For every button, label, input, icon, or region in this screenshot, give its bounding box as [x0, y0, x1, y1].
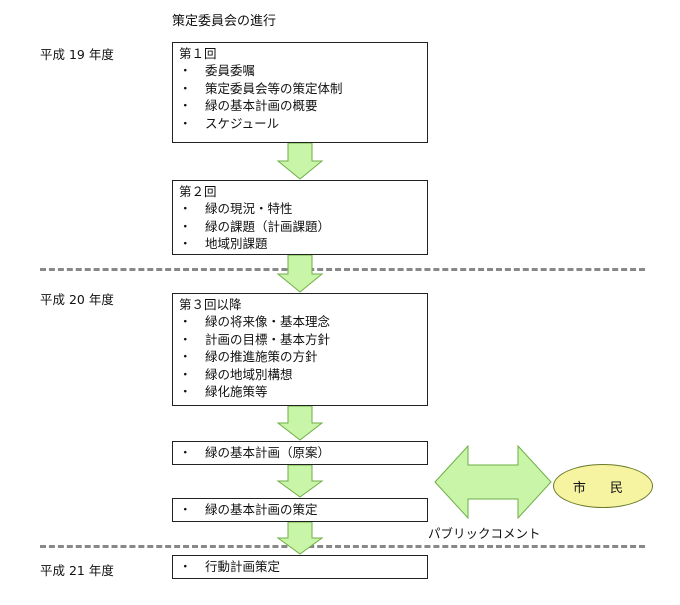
- plan-draft-box: ・緑の基本計画（原案）: [172, 441, 428, 465]
- list-item: ・緑の基本計画（原案）: [179, 445, 331, 460]
- meeting-box-2: 第２回 ・緑の現況・特性 ・緑の課題（計画課題） ・地域別課題: [172, 180, 428, 255]
- meeting-box-3: 第３回以降 ・緑の将来像・基本理念 ・計画の目標・基本方針 ・緑の推進施策の方針…: [172, 293, 428, 406]
- flow-arrow-down: [276, 465, 324, 498]
- citizens-label: 市 民: [572, 480, 634, 496]
- meeting-box-title: 第１回: [179, 46, 217, 61]
- year-label-h19: 平成 19 年度: [40, 47, 114, 62]
- list-item: ・緑の現況・特性: [179, 201, 293, 216]
- list-item: ・委員委嘱: [179, 63, 256, 78]
- meeting-box-title: 第２回: [179, 184, 217, 199]
- list-item: ・緑の基本計画の策定: [179, 502, 318, 517]
- plan-final-box: ・緑の基本計画の策定: [172, 498, 428, 522]
- list-item: ・緑の推進施策の方針: [179, 349, 318, 364]
- list-item: ・緑の将来像・基本理念: [179, 314, 331, 329]
- year-divider-h19-h20: [40, 268, 645, 271]
- flow-arrow-down: [276, 522, 324, 555]
- list-item: ・緑の課題（計画課題）: [179, 218, 331, 234]
- meeting-box-title: 第３回以降: [179, 297, 242, 312]
- meeting-box-1: 第１回 ・委員委嘱 ・策定委員会等の策定体制 ・緑の基本計画の概要 ・スケジュー…: [172, 42, 428, 143]
- double-arrow-icon: [434, 445, 552, 519]
- flow-arrow-down: [276, 143, 324, 180]
- year-label-h21: 平成 21 年度: [40, 563, 114, 578]
- diagram-title: 策定委員会の進行: [172, 14, 277, 29]
- list-item: ・緑の基本計画の概要: [179, 98, 318, 113]
- citizens-ellipse: 市 民: [553, 464, 653, 508]
- year-divider-h20-h21: [40, 545, 645, 548]
- year-label-h20: 平成 20 年度: [40, 292, 114, 307]
- list-item: ・計画の目標・基本方針: [179, 331, 331, 347]
- public-comment-label: パブリックコメント: [428, 526, 541, 541]
- list-item: ・策定委員会等の策定体制: [179, 80, 343, 96]
- action-plan-box: ・行動計画策定: [172, 555, 428, 579]
- flow-arrow-down: [276, 255, 324, 293]
- flow-arrow-down: [276, 406, 324, 441]
- list-item: ・地域別課題: [179, 236, 268, 251]
- list-item: ・緑の地域別構想: [179, 366, 293, 382]
- list-item: ・行動計画策定: [179, 559, 281, 574]
- list-item: ・緑化施策等: [179, 384, 268, 399]
- list-item: ・スケジュール: [179, 115, 280, 131]
